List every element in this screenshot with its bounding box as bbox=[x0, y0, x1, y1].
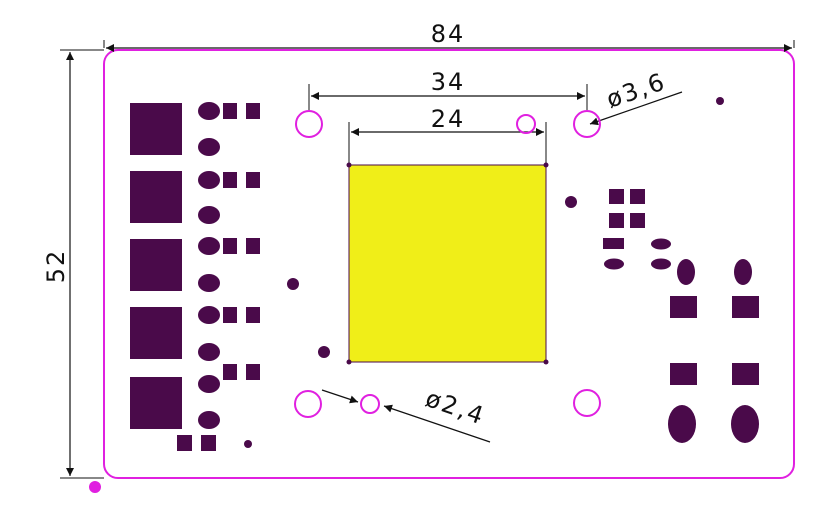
square-pad bbox=[246, 103, 260, 119]
mounting-hole bbox=[294, 390, 322, 418]
oval-pad bbox=[734, 259, 752, 285]
height-dimension: 52 bbox=[42, 49, 104, 479]
oval-pad bbox=[198, 306, 220, 324]
width-dimension: 84 bbox=[103, 20, 795, 52]
oval-pad bbox=[198, 274, 220, 292]
right-components bbox=[603, 189, 759, 443]
oval-pad bbox=[677, 259, 695, 285]
square-pad bbox=[177, 435, 192, 451]
pad-corner-dot bbox=[543, 162, 549, 168]
square-pad bbox=[223, 238, 237, 254]
square-pad bbox=[246, 307, 260, 323]
large-pad bbox=[130, 103, 182, 155]
oval-pad bbox=[198, 206, 220, 224]
oval-pad bbox=[198, 411, 220, 429]
via bbox=[287, 278, 299, 290]
large-pad bbox=[130, 239, 182, 291]
oval-pad bbox=[198, 375, 220, 393]
oval-pad bbox=[198, 138, 220, 156]
oval-pad bbox=[198, 343, 220, 361]
width-label: 84 bbox=[431, 20, 466, 48]
via bbox=[318, 346, 330, 358]
large-pad bbox=[130, 171, 182, 223]
pad-width-dimension: 24 bbox=[348, 105, 547, 164]
square-pad bbox=[609, 189, 624, 204]
oval-pad bbox=[651, 238, 671, 250]
mounting-hole bbox=[573, 389, 601, 417]
via bbox=[565, 196, 577, 208]
small-hole-leader: ø2,4 bbox=[321, 384, 491, 443]
oval-pad bbox=[651, 258, 671, 270]
oval-pad bbox=[198, 171, 220, 189]
pad-corner-dot bbox=[346, 359, 352, 365]
small-pad-groups bbox=[177, 102, 260, 451]
pad-width-label: 24 bbox=[431, 105, 466, 133]
small-hole bbox=[516, 114, 536, 134]
square-pad bbox=[670, 296, 697, 318]
square-pad bbox=[201, 435, 216, 451]
square-pad bbox=[223, 307, 237, 323]
square-pad bbox=[609, 213, 624, 228]
small-hole bbox=[360, 394, 380, 414]
pad-corner-dot bbox=[346, 162, 352, 168]
mounting-hole bbox=[573, 110, 601, 138]
pad-corner-dot bbox=[543, 359, 549, 365]
square-pad bbox=[630, 189, 645, 204]
mounting-hole bbox=[295, 110, 323, 138]
via bbox=[716, 97, 724, 105]
oval-pad bbox=[198, 102, 220, 120]
height-label: 52 bbox=[42, 249, 70, 284]
origin-marker bbox=[89, 481, 101, 493]
square-pad bbox=[732, 363, 759, 385]
vias bbox=[287, 97, 724, 358]
left-pad-column bbox=[130, 103, 182, 429]
square-pad bbox=[246, 238, 260, 254]
oval-pad bbox=[668, 405, 696, 443]
oval-pad bbox=[731, 405, 759, 443]
square-pad bbox=[223, 103, 237, 119]
rect-pad bbox=[603, 238, 624, 249]
large-hole-label: ø3,6 bbox=[603, 67, 670, 113]
square-pad bbox=[246, 364, 260, 380]
hole-spacing-dimension: 34 bbox=[308, 68, 588, 110]
square-pad bbox=[630, 213, 645, 228]
oval-pad bbox=[198, 237, 220, 255]
via bbox=[244, 440, 252, 448]
large-pad bbox=[130, 307, 182, 359]
square-pad bbox=[246, 172, 260, 188]
oval-pad bbox=[604, 258, 624, 270]
thermal-pad bbox=[348, 164, 547, 363]
hole-spacing-label: 34 bbox=[431, 68, 466, 96]
square-pad bbox=[223, 364, 237, 380]
large-pad bbox=[130, 377, 182, 429]
small-hole-label: ø2,4 bbox=[422, 384, 489, 430]
square-pad bbox=[670, 363, 697, 385]
large-hole-leader: ø3,6 bbox=[589, 67, 683, 126]
square-pad bbox=[223, 172, 237, 188]
square-pad bbox=[732, 296, 759, 318]
